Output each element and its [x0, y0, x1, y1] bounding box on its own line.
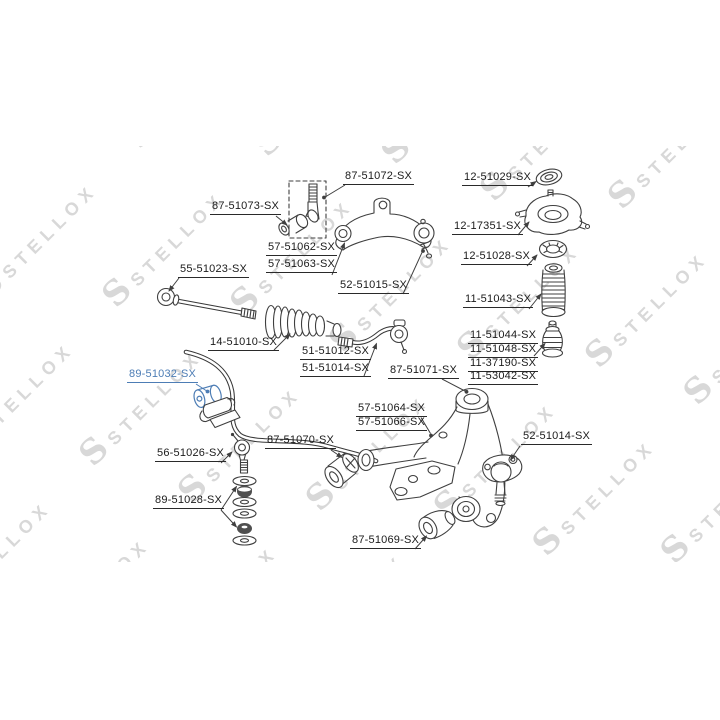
part-link-washer-stack [232, 475, 257, 546]
part-shock-boot [541, 263, 566, 318]
part-label-12-17351-sx[interactable]: 12-17351-SX [452, 221, 524, 235]
part-label-57-51064-sx[interactable]: 57-51064-SX [356, 403, 428, 417]
part-label-87-51072-sx[interactable]: 87-51072-SX [343, 171, 415, 185]
part-label-51-51012-sx[interactable]: 51-51012-SX [300, 346, 372, 360]
part-upper-control-arm [334, 197, 435, 259]
part-label-87-51073-sx[interactable]: 87-51073-SX [210, 201, 282, 215]
part-label-89-51028-sx[interactable]: 89-51028-SX [153, 495, 225, 509]
part-strut-mount-washer [535, 168, 563, 186]
part-label-57-51062-sx[interactable]: 57-51062-SX [266, 242, 338, 256]
part-label-55-51023-sx[interactable]: 55-51023-SX [178, 264, 250, 278]
part-stabilizer-bushing [193, 384, 241, 429]
part-arm-bushing-87-51070 [324, 452, 359, 489]
part-label-14-51010-sx[interactable]: 14-51010-SX [208, 337, 280, 351]
part-stabilizer-link [230, 432, 251, 474]
part-label-57-51066-sx[interactable]: 57-51066-SX [356, 417, 428, 431]
part-outer-tie-rod-end [337, 319, 409, 355]
part-label-57-51063-sx[interactable]: 57-51063-SX [266, 259, 338, 273]
part-bump-stop [541, 320, 564, 358]
part-label-52-51015-sx[interactable]: 52-51015-SX [338, 280, 410, 294]
part-steering-rack-boot [264, 304, 342, 340]
part-stabilizer-bar [183, 349, 379, 464]
part-label-11-51048-sx[interactable]: 11-51048-SX [468, 344, 539, 358]
part-bolt-assembly [278, 180, 327, 239]
part-inner-tie-rod [156, 287, 257, 320]
part-label-51-51014-sx[interactable]: 51-51014-SX [300, 363, 372, 377]
part-label-11-51044-sx[interactable]: 11-51044-SX [468, 330, 539, 344]
part-label-11-37190-sx[interactable]: 11-37190-SX [468, 358, 539, 372]
part-label-12-51028-sx[interactable]: 12-51028-SX [461, 251, 533, 265]
part-label-89-51032-sx[interactable]: 89-51032-SX [127, 369, 199, 383]
part-label-56-51026-sx[interactable]: 56-51026-SX [155, 448, 227, 462]
part-label-87-51071-sx[interactable]: 87-51071-SX [388, 365, 460, 379]
part-arm-bushing-87-51069 [418, 510, 456, 540]
part-label-87-51069-sx[interactable]: 87-51069-SX [350, 535, 422, 549]
part-ball-joint [482, 454, 523, 507]
leader-lines [168, 180, 546, 550]
part-label-12-51029-sx[interactable]: 12-51029-SX [462, 172, 534, 186]
part-label-11-51043-sx[interactable]: 11-51043-SX [463, 294, 534, 308]
part-label-87-51070-sx[interactable]: 87-51070-SX [265, 435, 337, 449]
part-label-52-51014-sx[interactable]: 52-51014-SX [521, 431, 593, 445]
part-lower-control-arm [357, 387, 506, 528]
part-label-11-53042-sx[interactable]: 11-53042-SX [468, 371, 539, 385]
part-strut-mount [514, 189, 591, 235]
part-strut-bearing [538, 239, 568, 259]
